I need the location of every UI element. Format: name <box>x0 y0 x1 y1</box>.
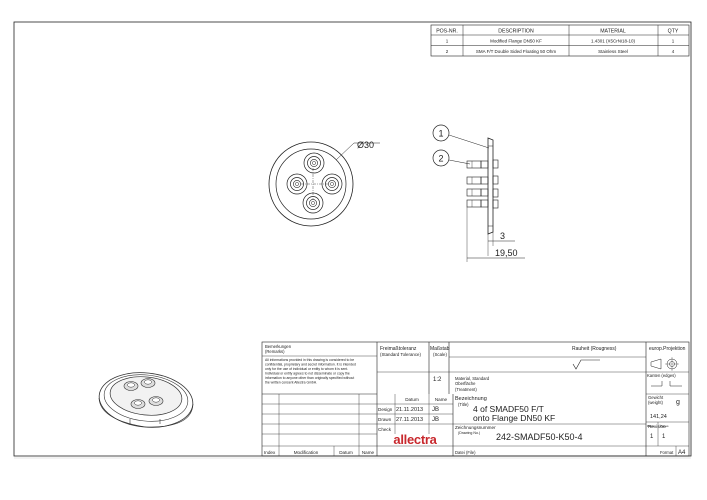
drawn-label: Drawn <box>378 417 392 422</box>
bezeichnung-sub: (Title) <box>458 402 469 407</box>
design-date: 21.11.2013 <box>396 407 423 413</box>
bom-header-desc: DESCRIPTION <box>498 29 534 35</box>
iso-connector-4 <box>148 396 164 406</box>
bom-row-1-material: 1.4301 (X5CrNi18-10) <box>591 39 636 44</box>
bom-row-1-desc: Modified Flange DN50 KF <box>490 39 542 44</box>
title-block <box>261 341 690 457</box>
pages-value: 1 <box>662 434 666 440</box>
name-bottom: Name <box>362 450 375 455</box>
drawing-title-line-1: 4 of SMADF50 F/T <box>473 404 544 414</box>
bom-row-2-pos: 2 <box>446 49 449 54</box>
dim-thickness: 3 <box>500 231 505 241</box>
material-line-1: Material, Standard <box>455 376 490 381</box>
front-view <box>268 141 380 227</box>
bom-row-2-material: Stainless Steel <box>598 49 628 54</box>
format-value: A4 <box>678 450 686 456</box>
side-view <box>432 124 525 262</box>
connector-top <box>307 156 321 170</box>
index-label: Index <box>264 450 276 455</box>
disclaimer-line-2: confidential, proprietary and secret inf… <box>265 363 356 367</box>
bezeichnung-title: Bezeichnung <box>455 396 487 402</box>
bom-header-material: MATERIAL <box>600 29 626 35</box>
roughness-label: Rauheit (Rougness) <box>572 346 617 352</box>
format-label: Format <box>660 450 674 455</box>
dim-length: 19,50 <box>495 248 518 258</box>
material-line-2: Oberfläche <box>455 381 476 386</box>
page-value: 1 <box>650 434 654 440</box>
bom-table: POS-NR. DESCRIPTION MATERIAL QTY 1 Modif… <box>430 24 690 57</box>
logo-text: allectra <box>393 432 437 447</box>
weight-unit: g <box>676 399 680 406</box>
design-name: JB <box>432 407 439 413</box>
diameter-label: Ø30 <box>357 140 374 150</box>
scale-title: Maßstab <box>430 346 450 352</box>
modification-label: Modification <box>294 450 319 455</box>
drawing-number: 242-SMADF50-K50-4 <box>496 432 583 442</box>
name-header: Name <box>435 397 448 402</box>
file-label: Datei (File) <box>455 450 476 455</box>
datum-bottom: Datum <box>339 450 353 455</box>
bom-row-1-qty: 1 <box>672 39 675 44</box>
tolerance-title: Freimaßtoleranz <box>380 346 417 352</box>
pages-label: Pages <box>660 424 669 428</box>
remarks-title: Bemerkungen <box>265 344 292 349</box>
weight-sub: (weight) <box>648 400 663 405</box>
iso-connector-1 <box>123 381 139 391</box>
iso-connector-2 <box>140 378 156 388</box>
projection-title: europ.Projektion <box>649 346 686 352</box>
disclaimer-line-6: the written consent Allectra GmbH. <box>265 381 317 385</box>
disclaimer-line-5: information to anyone other than origina… <box>265 376 354 380</box>
drawing-number-block <box>454 447 644 456</box>
disclaimer-line-3: only for the use of individual or entity… <box>265 367 348 371</box>
zeichnungsnummer-title: Zeichnungsnummer <box>455 425 496 430</box>
allectra-logo: allectra <box>393 432 438 447</box>
bom-row-2-qty: 4 <box>672 49 675 54</box>
revision-label: Revision <box>648 424 666 429</box>
tolerance-sub: (Standard Tolerance) <box>380 352 421 357</box>
disclaimer-line-1: All informations provided in this drawin… <box>265 358 354 362</box>
bom-header-qty: QTY <box>668 29 679 35</box>
design-label: Design <box>378 407 393 412</box>
material-line-3: (Treatment) <box>455 387 477 392</box>
check-label: Check <box>378 427 392 432</box>
balloon-1-label: 1 <box>438 129 443 139</box>
scale-sub: (Scale) <box>433 352 447 357</box>
isometric-view <box>98 372 194 428</box>
scale-value: 1:2 <box>433 377 442 383</box>
weight-value: 141,24 <box>650 414 667 420</box>
weight-title: Gewicht <box>648 395 664 400</box>
zeichnungsnummer-sub: (Drawing No.) <box>458 431 480 435</box>
datum-header: Datum <box>405 397 419 402</box>
drawn-date: 27.11.2013 <box>396 417 423 423</box>
disclaimer-line-4: Individual or entity agrees to not disse… <box>265 372 350 376</box>
bom-header-pos: POS-NR. <box>436 29 458 35</box>
bom-row-1-pos: 1 <box>446 39 449 44</box>
page-label: Page <box>647 424 654 428</box>
iso-connector-3 <box>130 399 146 409</box>
bom-row-2-desc: SMA F/T Double Sided Floating 50 Ohm <box>476 49 556 54</box>
edges-symbol-icon <box>651 381 682 387</box>
drawn-name: JB <box>432 417 439 423</box>
edges-title: Kanten (edges) <box>647 373 676 378</box>
remarks-sub: (Remarks) <box>265 349 285 354</box>
drawing-title-line-2: onto Flange DN50 KF <box>473 413 555 423</box>
projection-symbol-icon <box>650 357 679 371</box>
balloon-2-label: 2 <box>438 154 443 164</box>
